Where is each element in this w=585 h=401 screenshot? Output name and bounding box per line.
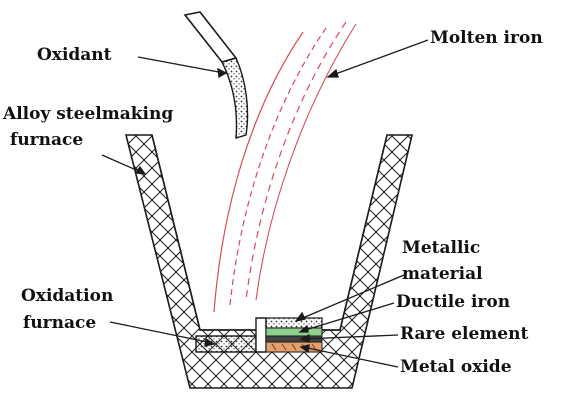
leader-oxidation-arrow — [204, 337, 216, 347]
step-block — [255, 317, 267, 353]
molten-iron-stream-1 — [213, 31, 304, 313]
label-metallic-line2: material — [402, 264, 483, 284]
leader-oxidant-arrow — [217, 67, 228, 79]
label-oxidant: Oxidant — [37, 45, 112, 65]
oxidant-chute — [183, 11, 238, 63]
label-molten-iron: Molten iron — [430, 28, 543, 48]
metal-oxide-texture — [271, 343, 317, 351]
label-oxidation-line1: Oxidation — [21, 286, 114, 306]
label-alloy-furnace-line1: Alloy steelmaking — [3, 104, 174, 124]
label-metallic-line1: Metallic — [402, 238, 481, 258]
label-rare-element: Rare element — [400, 324, 529, 344]
leader-metallic-arrow — [294, 311, 306, 323]
metallic-material-layer — [265, 317, 323, 329]
leader-molten-iron — [329, 39, 429, 77]
molten-iron-stream-4 — [255, 23, 357, 301]
molten-iron-stream-3 — [245, 21, 347, 301]
leader-rare-arrow — [299, 333, 310, 343]
leader-ductile-arrow — [298, 324, 309, 333]
leader-oxide — [302, 346, 399, 368]
leader-alloy-furnace — [101, 154, 144, 174]
leader-molten-iron-arrow — [326, 68, 339, 78]
leader-alloy-furnace-arrow — [134, 165, 147, 175]
molten-iron-stream-2 — [229, 27, 327, 306]
leader-ductile — [301, 302, 395, 332]
leader-metallic — [297, 274, 405, 321]
leader-oxide-arrow — [299, 344, 310, 354]
leader-oxidant — [137, 56, 225, 74]
oxidant-stream — [220, 57, 249, 139]
leader-rare — [302, 334, 399, 340]
leader-oxidation — [109, 321, 213, 344]
label-ductile-iron: Ductile iron — [396, 292, 511, 312]
label-alloy-furnace-line2: furnace — [10, 130, 84, 150]
ductile-iron-layer — [265, 327, 323, 337]
label-metal-oxide: Metal oxide — [400, 357, 512, 377]
label-oxidation-line2: furnace — [23, 313, 97, 333]
